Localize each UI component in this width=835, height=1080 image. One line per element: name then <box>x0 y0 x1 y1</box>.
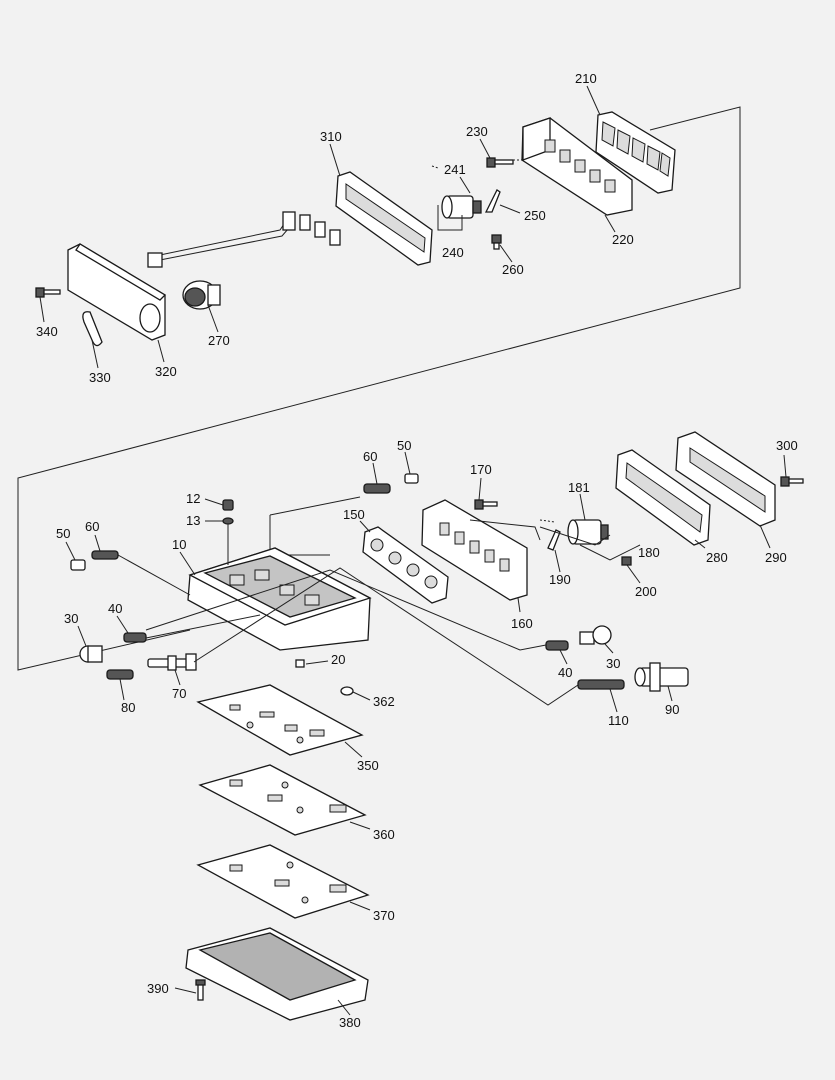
callout-270: 270 <box>208 333 230 348</box>
callout-80: 80 <box>121 700 135 715</box>
callout-90: 90 <box>665 702 679 717</box>
callout-210: 210 <box>575 71 597 86</box>
part-250-clip <box>484 189 501 213</box>
part-350-plate <box>196 684 364 756</box>
part-70-valve <box>147 653 197 671</box>
part-110-spring <box>577 679 625 690</box>
callout-190: 190 <box>549 572 571 587</box>
part-30-valve-right <box>579 625 612 645</box>
part-60-spring-left <box>91 550 119 560</box>
part-170-bolt <box>474 499 498 510</box>
part-10-valve-body <box>187 547 372 651</box>
callout-350: 350 <box>357 758 379 773</box>
callout-370: 370 <box>373 908 395 923</box>
part-370-plate <box>196 844 370 919</box>
part-50-plug-top <box>404 473 419 484</box>
callout-10: 10 <box>172 537 186 552</box>
callout-230: 230 <box>466 124 488 139</box>
part-160-housing <box>421 499 528 601</box>
callout-320: 320 <box>155 364 177 379</box>
part-30-valve-left <box>79 645 103 663</box>
callout-180: 180 <box>638 545 660 560</box>
callout-110: 110 <box>608 713 629 728</box>
part-230-bolt <box>486 157 514 168</box>
leader-lines <box>39 85 787 1016</box>
group-frame-lower <box>269 496 361 556</box>
callout-150: 150 <box>343 507 365 522</box>
part-320-cover <box>67 243 167 341</box>
callout-170: 170 <box>470 462 492 477</box>
part-270-harness <box>147 211 341 310</box>
callout-60-left: 60 <box>85 519 99 534</box>
part-90-valve <box>634 662 689 692</box>
part-40-spring-left <box>123 632 147 643</box>
callout-60-top: 60 <box>363 449 377 464</box>
callout-160: 160 <box>511 616 533 631</box>
part-12-plug <box>222 499 234 511</box>
callout-240: 240 <box>442 245 464 260</box>
part-300-bolt <box>780 476 804 487</box>
callout-360: 360 <box>373 827 395 842</box>
part-50-plug-left <box>70 559 86 571</box>
part-190-clip <box>547 529 561 551</box>
part-80-spring <box>106 669 134 680</box>
part-60-spring-top <box>363 483 391 494</box>
part-40-spring-right <box>545 640 569 651</box>
part-20-plug <box>295 659 305 668</box>
callout-300: 300 <box>776 438 798 453</box>
callout-250: 250 <box>524 208 546 223</box>
callout-20: 20 <box>331 652 345 667</box>
callout-30-right: 30 <box>606 656 620 671</box>
part-380-plate <box>185 927 369 1021</box>
callout-280: 280 <box>706 550 728 565</box>
part-290-cover <box>675 431 776 527</box>
callout-50-left: 50 <box>56 526 70 541</box>
callout-220: 220 <box>612 232 634 247</box>
group-frame-upper <box>17 106 741 671</box>
callout-labels: 210 230 310 241 250 220 240 260 340 270 … <box>36 71 798 1030</box>
part-241-solenoid <box>441 195 482 219</box>
part-340-bolt <box>35 287 61 298</box>
part-200-bolt <box>621 556 632 566</box>
callout-13: 13 <box>186 513 200 528</box>
callout-50-top: 50 <box>397 438 411 453</box>
callout-362: 362 <box>373 694 395 709</box>
callout-30-left: 30 <box>64 611 78 626</box>
callout-330: 330 <box>89 370 111 385</box>
callout-40-left: 40 <box>108 601 122 616</box>
callout-260: 260 <box>502 262 524 277</box>
callout-12: 12 <box>186 491 200 506</box>
callout-40-right: 40 <box>558 665 572 680</box>
callout-340: 340 <box>36 324 58 339</box>
part-280-gasket <box>615 449 711 546</box>
callout-380: 380 <box>339 1015 361 1030</box>
part-390-bolt <box>195 979 206 1001</box>
part-360-plate <box>198 764 367 836</box>
callout-200: 200 <box>635 584 657 599</box>
part-150-gasket <box>362 526 449 604</box>
callout-241: 241 <box>444 162 466 177</box>
callout-290: 290 <box>765 550 787 565</box>
callout-70: 70 <box>172 686 186 701</box>
part-330-strap <box>82 311 103 347</box>
callout-390: 390 <box>147 981 169 996</box>
callout-181: 181 <box>568 480 590 495</box>
part-310-gasket <box>335 171 433 266</box>
part-260-bolt <box>491 234 502 250</box>
part-13-seal <box>222 517 234 565</box>
part-362-plug <box>340 686 354 696</box>
callout-310: 310 <box>320 129 342 144</box>
part-210-gasket <box>595 111 676 194</box>
